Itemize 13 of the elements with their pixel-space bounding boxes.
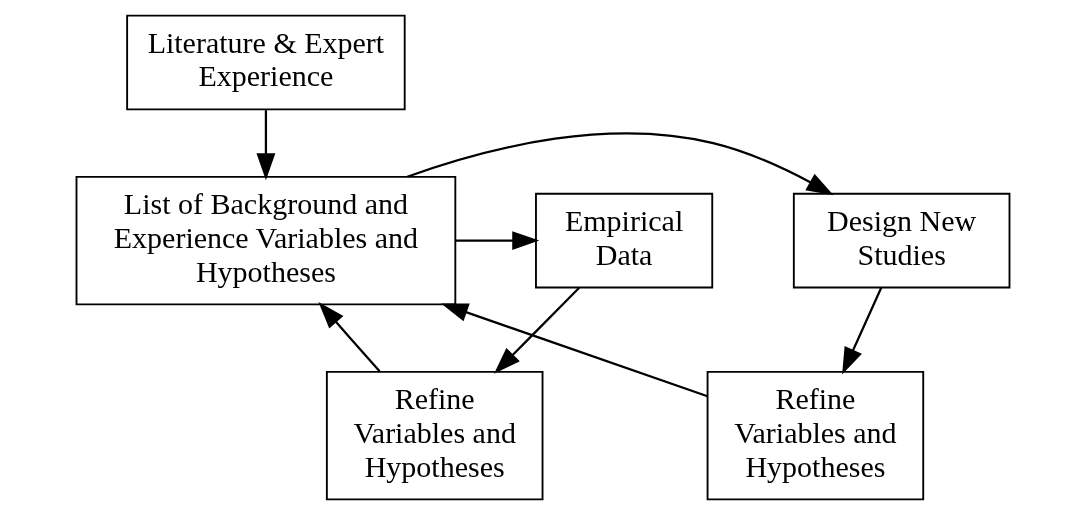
node-box: Design New Studies [792,192,1011,289]
node-box: Refine Variables and Hypotheses [706,370,925,501]
node-box: Empirical Data [535,192,714,289]
arrow [455,231,540,251]
node-box: Refine Variables and Hypotheses [325,370,544,501]
arrow [406,132,834,196]
node-box: Literature & Expert Experience [126,14,406,111]
arrow [494,287,580,374]
arrow [842,287,883,375]
node-box: List of Background and Experience Variables and Hypotheses [75,175,457,306]
arrow [318,302,381,373]
arrow [441,303,708,398]
arrow [256,110,276,181]
